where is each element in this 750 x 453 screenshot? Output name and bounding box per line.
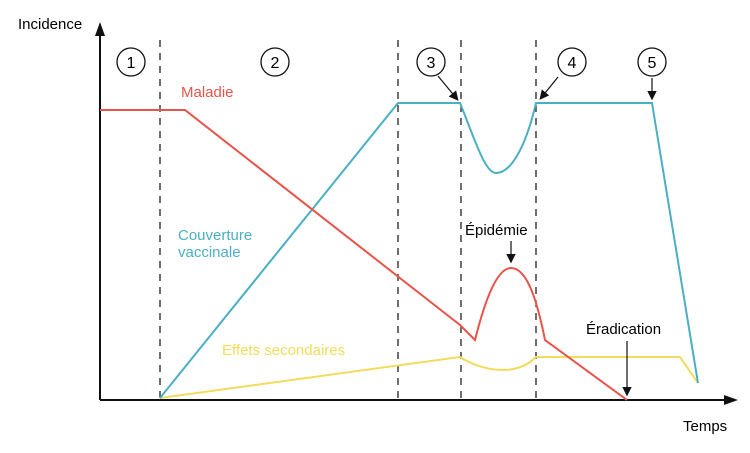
side-effects-label: Effets secondaires — [222, 342, 345, 359]
coverage-label-line1: Couverture — [178, 227, 252, 244]
side-effects-curve — [159, 355, 699, 399]
svg-text:1: 1 — [127, 55, 136, 72]
svg-text:2: 2 — [271, 55, 280, 72]
phase-marker-3: 3 — [416, 47, 446, 77]
epidemic-annotation: Épidémie — [465, 222, 528, 239]
phase-marker-2: 2 — [260, 47, 290, 77]
svg-text:3: 3 — [427, 55, 436, 72]
y-axis-arrow-icon — [95, 22, 105, 36]
x-axis-label: Temps — [683, 418, 727, 435]
phase-marker-5: 5 — [637, 47, 667, 77]
phase-marker-1: 1 — [116, 47, 146, 77]
eradication-annotation: Éradication — [586, 321, 661, 338]
disease-label: Maladie — [181, 84, 234, 101]
phase-marker-4: 4 — [557, 47, 587, 77]
coverage-label-line2: vaccinale — [178, 244, 241, 261]
svg-text:5: 5 — [648, 55, 657, 72]
x-axis-arrow-icon — [724, 395, 738, 405]
phase-separators — [159, 40, 537, 400]
y-axis-label: Incidence — [18, 16, 82, 33]
svg-text:4: 4 — [568, 55, 577, 72]
disease-curve — [100, 109, 628, 401]
phase-arrows — [437, 75, 657, 101]
coverage-curve — [159, 102, 699, 399]
